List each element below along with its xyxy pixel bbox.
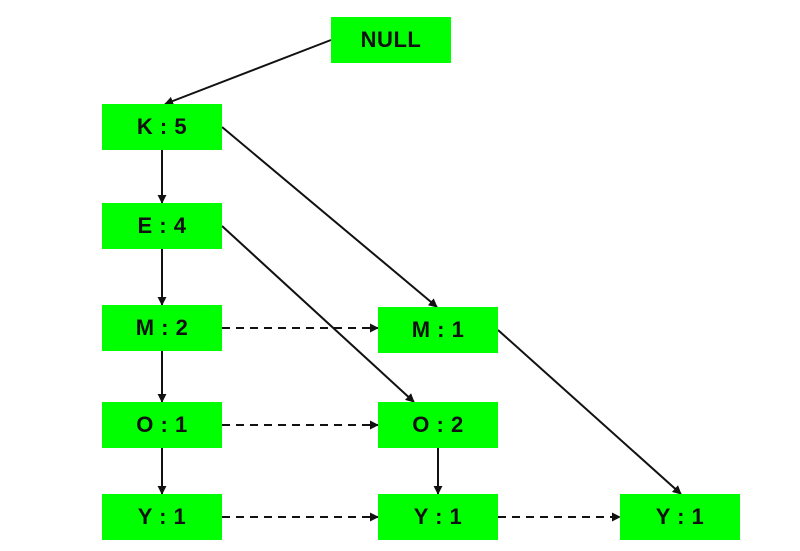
edge-null-to-k5 [164, 39, 332, 106]
node-label: O : 1 [136, 412, 188, 437]
node-m-1: M : 1 [378, 307, 498, 353]
edge-e4-to-o2 [221, 225, 415, 403]
node-o-2: O : 2 [378, 402, 498, 448]
node-label: M : 1 [411, 317, 465, 342]
node-y-1-left: Y : 1 [102, 494, 222, 540]
edge-k5-to-m1 [221, 126, 438, 308]
node-o-1: O : 1 [102, 402, 222, 448]
node-label: Y : 1 [413, 504, 463, 529]
node-y-1-right: Y : 1 [620, 494, 740, 540]
edge-layer [157, 39, 682, 522]
edge-m1-to-y1-c [497, 329, 682, 495]
node-label: M : 2 [135, 315, 189, 340]
node-y-1-middle: Y : 1 [378, 494, 498, 540]
node-k-5: K : 5 [102, 104, 222, 150]
node-label: Y : 1 [137, 504, 187, 529]
node-m-2: M : 2 [102, 305, 222, 351]
node-null: NULL [331, 17, 451, 63]
node-label: O : 2 [412, 412, 464, 437]
node-e-4: E : 4 [102, 203, 222, 249]
node-label: E : 4 [137, 213, 187, 238]
node-label: Y : 1 [655, 504, 705, 529]
node-label: K : 5 [136, 114, 188, 139]
node-label: NULL [360, 27, 422, 52]
